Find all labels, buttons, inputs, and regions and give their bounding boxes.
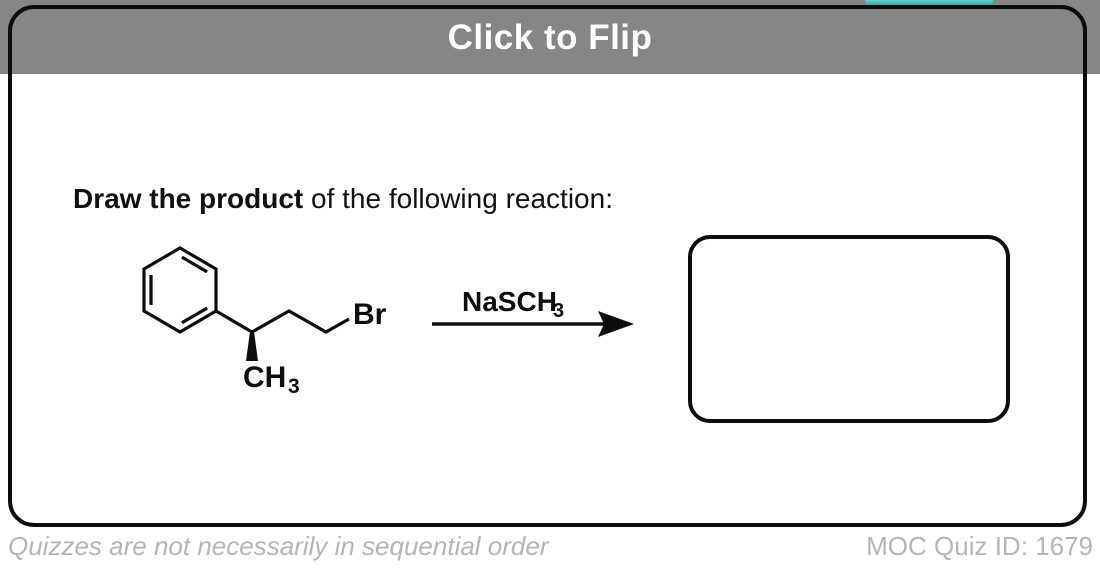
carbon-chain [215,309,350,334]
reagent-subscript: 3 [553,300,564,322]
bromine-label: Br [353,298,387,331]
prompt-bold-text: Draw the product [73,183,304,214]
wedge-bond [246,333,258,361]
reaction-arrow-head [598,311,634,337]
reaction-arrow-group: NaSCH 3 [432,286,634,337]
footer-note: Quizzes are not necessarily in sequentia… [8,531,549,561]
prompt-rest-text: of the following reaction: [303,183,613,214]
question-prompt: Draw the product of the following reacti… [73,183,613,215]
partial-button-top[interactable] [865,0,993,4]
methyl-label: CH [243,361,286,394]
answer-box [688,235,1010,423]
flip-instruction-label: Click to Flip [447,18,653,57]
reagent-label: NaSCH [462,286,557,317]
flip-banner [0,0,1100,74]
quiz-id-label: MOC Quiz ID: 1679 [866,531,1093,561]
ring-double-bond-1 [181,255,208,274]
ring-double-bond-3 [181,306,208,325]
methyl-subscript: 3 [288,375,300,398]
flashcard[interactable] [8,5,1087,527]
phenyl-ring [142,246,218,334]
reactant-structure: CH 3 Br [142,246,387,398]
